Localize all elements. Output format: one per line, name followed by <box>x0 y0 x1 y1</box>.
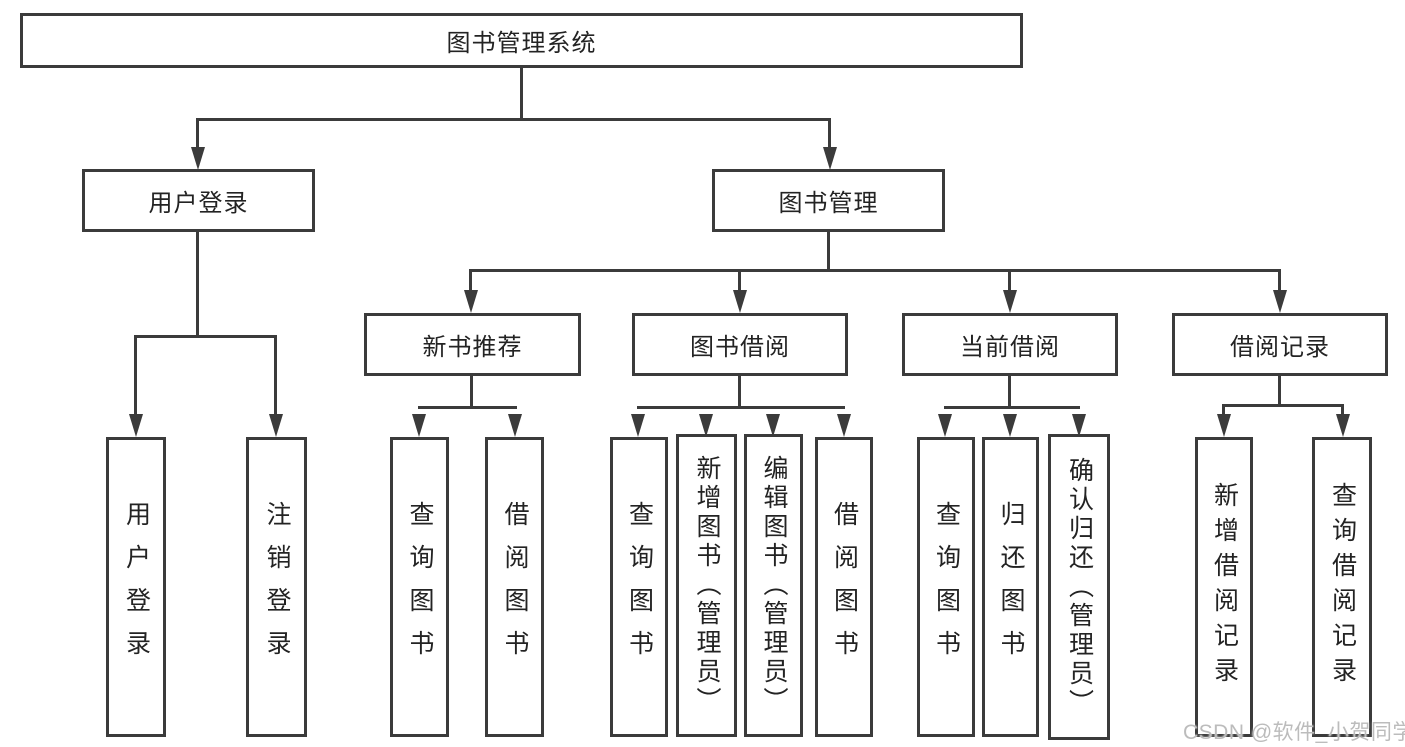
node-edit-books-admin: 编辑图书（管理员） <box>744 434 803 737</box>
node-borrow-books: 借阅图书 <box>815 437 873 737</box>
node-label: 借阅图书 <box>501 501 529 673</box>
node-label: 确认归还（管理员） <box>1065 456 1094 718</box>
node-label: 查询图书 <box>932 501 961 673</box>
node-new-book-recommend: 新书推荐 <box>364 313 581 376</box>
connector-line <box>1278 376 1281 407</box>
csdn-watermark: CSDN @软件_小贺同学 <box>1183 721 1405 744</box>
arrowhead-down <box>464 290 478 313</box>
node-label: 注销登录 <box>263 501 291 673</box>
node-borrow-books-recommend: 借阅图书 <box>485 437 544 737</box>
arrowhead-down <box>508 414 522 437</box>
node-borrowing-records: 借阅记录 <box>1172 313 1388 376</box>
arrowhead-down <box>1217 414 1231 437</box>
arrowhead-down <box>733 290 747 313</box>
node-return-books: 归还图书 <box>982 437 1039 737</box>
connector-line <box>469 269 472 293</box>
arrowhead-down <box>1072 414 1086 437</box>
node-label: 当前借阅 <box>960 334 1060 361</box>
node-label: 图书管理 <box>778 190 879 217</box>
node-label: 用户登录 <box>148 190 249 217</box>
connector-line <box>1008 376 1011 409</box>
node-label: 归还图书 <box>997 501 1025 673</box>
arrowhead-down <box>1003 290 1017 313</box>
node-query-books-current: 查询图书 <box>917 437 975 737</box>
connector-line <box>274 335 277 415</box>
node-label: 编辑图书（管理员） <box>760 455 788 716</box>
arrowhead-down <box>631 414 645 437</box>
node-add-books-admin: 新增图书（管理员） <box>676 434 737 737</box>
arrowhead-down <box>1003 414 1017 437</box>
connector-line <box>944 406 1080 409</box>
arrowhead-down <box>823 147 837 170</box>
connector-line <box>196 232 199 338</box>
node-logout: 注销登录 <box>246 437 307 737</box>
arrowhead-down <box>938 414 952 437</box>
connector-line <box>196 118 199 151</box>
connector-line <box>134 335 277 338</box>
node-label: 新增借阅记录 <box>1210 482 1239 692</box>
node-label: 用户登录 <box>122 501 151 673</box>
connector-line <box>738 269 741 293</box>
connector-line <box>418 406 517 409</box>
connector-line <box>828 118 831 151</box>
node-label: 图书借阅 <box>690 334 790 361</box>
node-library-management-system: 图书管理系统 <box>20 13 1023 68</box>
connector-line <box>470 376 473 409</box>
connector-line <box>520 68 523 120</box>
connector-line <box>1222 404 1225 416</box>
connector-line <box>827 232 830 272</box>
arrowhead-down <box>837 414 851 437</box>
arrowhead-down <box>129 414 143 437</box>
arrowhead-down <box>412 414 426 437</box>
connector-line <box>1222 404 1344 407</box>
node-book-management: 图书管理 <box>712 169 945 232</box>
arrowhead-down <box>699 414 713 437</box>
arrowhead-down <box>766 414 780 437</box>
arrowhead-down <box>191 147 205 170</box>
node-add-borrow-record: 新增借阅记录 <box>1195 437 1253 737</box>
node-confirm-return-admin: 确认归还（管理员） <box>1048 434 1110 740</box>
node-label: 图书管理系统 <box>446 30 597 57</box>
node-query-borrow-record: 查询借阅记录 <box>1312 437 1372 737</box>
connector-line <box>1278 269 1281 293</box>
connector-line <box>196 118 831 121</box>
arrowhead-down <box>1273 290 1287 313</box>
connector-line <box>1008 269 1011 293</box>
node-label: 借阅图书 <box>830 501 859 673</box>
node-label: 借阅记录 <box>1230 334 1330 361</box>
node-label: 查询图书 <box>406 501 434 673</box>
node-label: 新增图书（管理员） <box>693 455 721 716</box>
node-label: 查询图书 <box>625 501 654 673</box>
connector-line <box>637 406 845 409</box>
node-book-borrowing: 图书借阅 <box>632 313 848 376</box>
node-label: 查询借阅记录 <box>1328 482 1357 692</box>
node-query-books-recommend: 查询图书 <box>390 437 449 737</box>
node-query-books-borrowing: 查询图书 <box>610 437 668 737</box>
connector-line <box>1341 404 1344 416</box>
arrowhead-down <box>1336 414 1350 437</box>
node-user-login-group: 用户登录 <box>82 169 315 232</box>
node-current-borrowing: 当前借阅 <box>902 313 1118 376</box>
connector-line <box>134 335 137 415</box>
connector-line <box>469 269 1281 272</box>
connector-line <box>738 376 741 409</box>
node-label: 新书推荐 <box>422 334 523 361</box>
node-user-login: 用户登录 <box>106 437 166 737</box>
arrowhead-down <box>269 414 283 437</box>
